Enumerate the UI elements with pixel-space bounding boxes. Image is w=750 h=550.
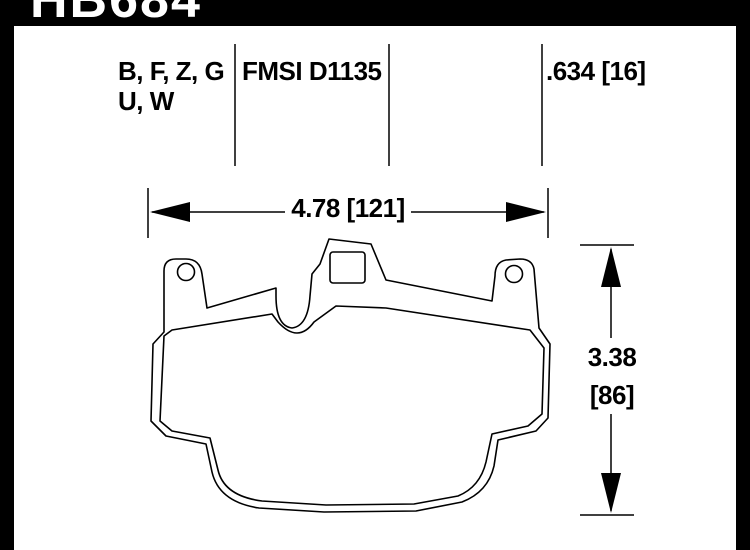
mounting-hole-right [504, 264, 524, 284]
compound-codes-line1: B, F, Z, G [118, 56, 225, 86]
width-dimension: 4.78 [121] [148, 193, 548, 223]
height-dimension-mm: [86] [577, 376, 647, 414]
title-band: HB684 [0, 0, 750, 26]
height-arrow-bottom [601, 473, 621, 513]
width-arrow-right [506, 202, 546, 222]
mounting-hole-left [176, 262, 196, 282]
height-dimension-inches: 3.38 [577, 338, 647, 376]
friction-material-outline [159, 305, 545, 506]
width-dimension-text: 4.78 [121] [285, 193, 411, 223]
compound-codes: B, F, Z, G U, W [118, 56, 225, 116]
thickness-dimension: .634 [16] [546, 56, 646, 86]
height-dimension: 3.38 [86] [577, 338, 647, 414]
width-arrow-left [150, 202, 190, 222]
part-number: HB684 [30, 0, 202, 26]
sensor-tab-slot [329, 251, 366, 284]
drawing-sheet: B, F, Z, G U, W FMSI D1135 .634 [16] 4.7… [14, 26, 736, 550]
compound-codes-line2: U, W [118, 86, 174, 116]
height-arrow-top [601, 247, 621, 287]
fmsi-number: FMSI D1135 [242, 56, 382, 86]
pad-outline [150, 238, 551, 513]
